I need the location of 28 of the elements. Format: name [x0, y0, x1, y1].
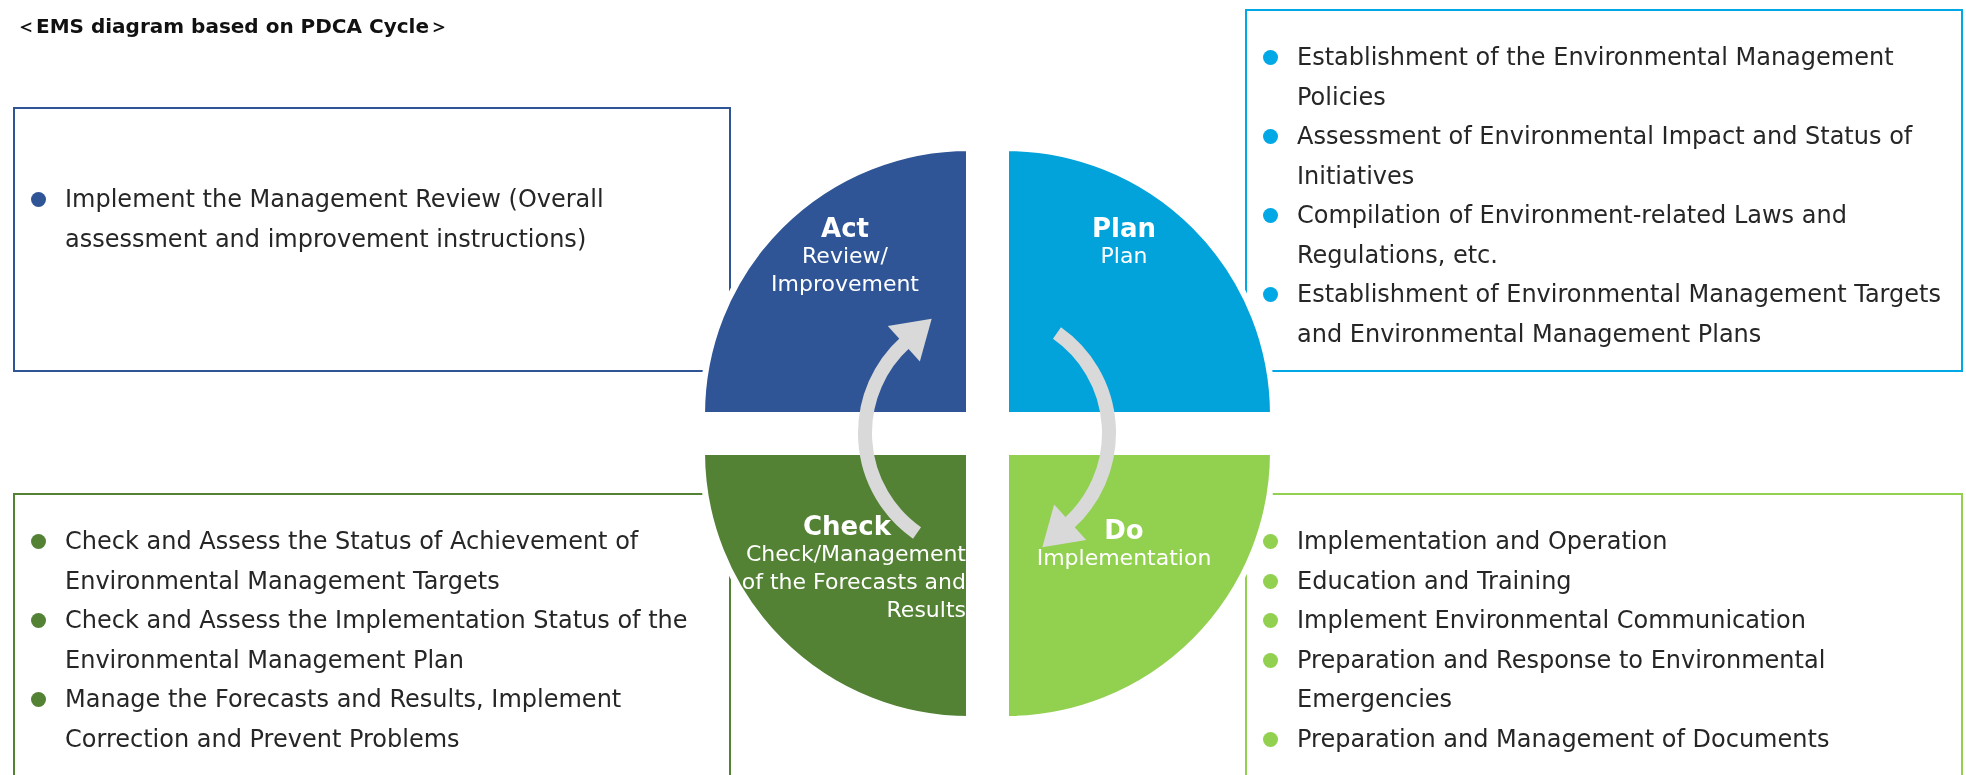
quadrant-subtitle: Implementation: [1035, 544, 1213, 572]
bullet-text: Preparation and Management of Documents: [1297, 723, 1831, 755]
cycle-arrow: [1043, 327, 1116, 549]
text-panel: [13, 107, 731, 372]
quadrant-heading: Check: [802, 512, 892, 540]
quadrant-heading: Act: [820, 214, 870, 242]
text-panel: [1245, 493, 1963, 775]
bullet-text: Check and Assess the Implementation Status of the Environmental Management Plan: [65, 605, 689, 676]
text-panel: [13, 493, 731, 775]
quadrant-subtitle: Check/Management of the Forecasts and Results: [740, 540, 966, 624]
cycle-arrow: [858, 317, 931, 539]
bullet-text: Preparation and Response to Environmental Emergencies: [1297, 644, 1827, 715]
bullet-text: Manage the Forecasts and Results, Implement Correction and Prevent Problems: [65, 684, 623, 755]
bullet-text: Assessment of Environmental Impact and Status of Initiatives: [1297, 121, 1914, 192]
bullet-text: Education and Training: [1297, 565, 1573, 597]
quadrant-heading: Do: [1103, 516, 1145, 544]
quadrant-heading: Plan: [1091, 214, 1157, 242]
bullet-text: Implement Environmental Communication: [1297, 605, 1807, 636]
quadrant-subtitle: Plan: [1099, 242, 1149, 270]
bullet-text: Compilation of Environment-related Laws and Regulations, etc.: [1297, 200, 1848, 271]
bullet-text: Implementation and Operation: [1297, 526, 1669, 557]
text-panel: [1245, 9, 1963, 372]
bullet-text: Establishment of the Environmental Management Policies: [1297, 42, 1895, 113]
bullet-text: Check and Assess the Status of Achievement of Environmental Management Targets: [65, 526, 640, 597]
diagram-title: ＜EMS diagram based on PDCA Cycle＞: [16, 13, 449, 40]
bullet-text: Implement the Management Review (Overall assessment and improvement instructions): [65, 184, 605, 255]
quadrant-subtitle: Review/ Improvement: [770, 242, 920, 298]
bullet-text: Establishment of Environmental Management Targets and Environmental Management Plans: [1297, 279, 1942, 350]
